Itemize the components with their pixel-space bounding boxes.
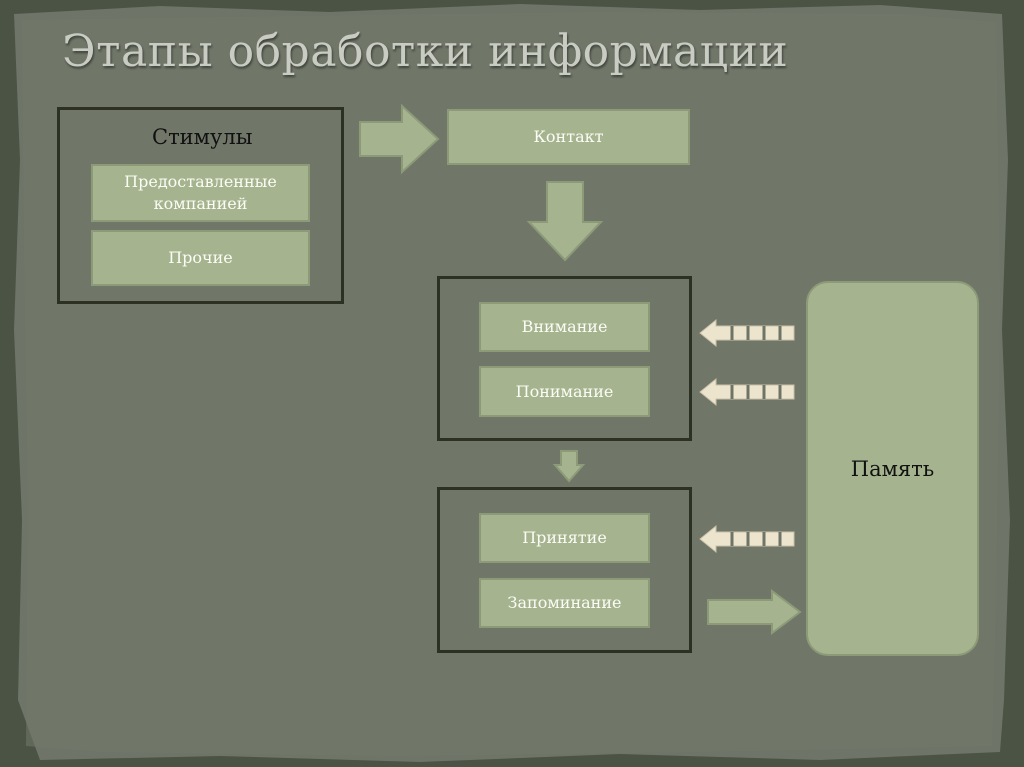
stimuli-group <box>57 107 344 304</box>
stimulus-other-box: Прочие <box>91 230 310 286</box>
contact-box: Контакт <box>447 109 690 165</box>
arrow-right-icon <box>359 103 440 175</box>
perception-group <box>437 276 692 441</box>
attention-box: Внимание <box>479 302 650 352</box>
dashed-arrow-left-icon <box>699 524 795 554</box>
stimuli-heading: Стимулы <box>152 125 253 149</box>
acceptance-box: Принятие <box>479 513 650 563</box>
arrow-right-icon <box>707 589 802 635</box>
dashed-arrow-left-icon <box>699 377 795 407</box>
arrow-down-small-icon <box>552 450 586 483</box>
memorization-box: Запоминание <box>479 578 650 628</box>
understanding-box: Понимание <box>479 366 650 417</box>
arrow-down-icon <box>526 181 604 262</box>
retention-group <box>437 487 692 653</box>
page-title: Этапы обработки информации <box>62 26 789 77</box>
memory-box: Память <box>806 281 979 656</box>
stimulus-company-box: Предоставленные компанией <box>91 164 310 222</box>
dashed-arrow-left-icon <box>699 318 795 348</box>
